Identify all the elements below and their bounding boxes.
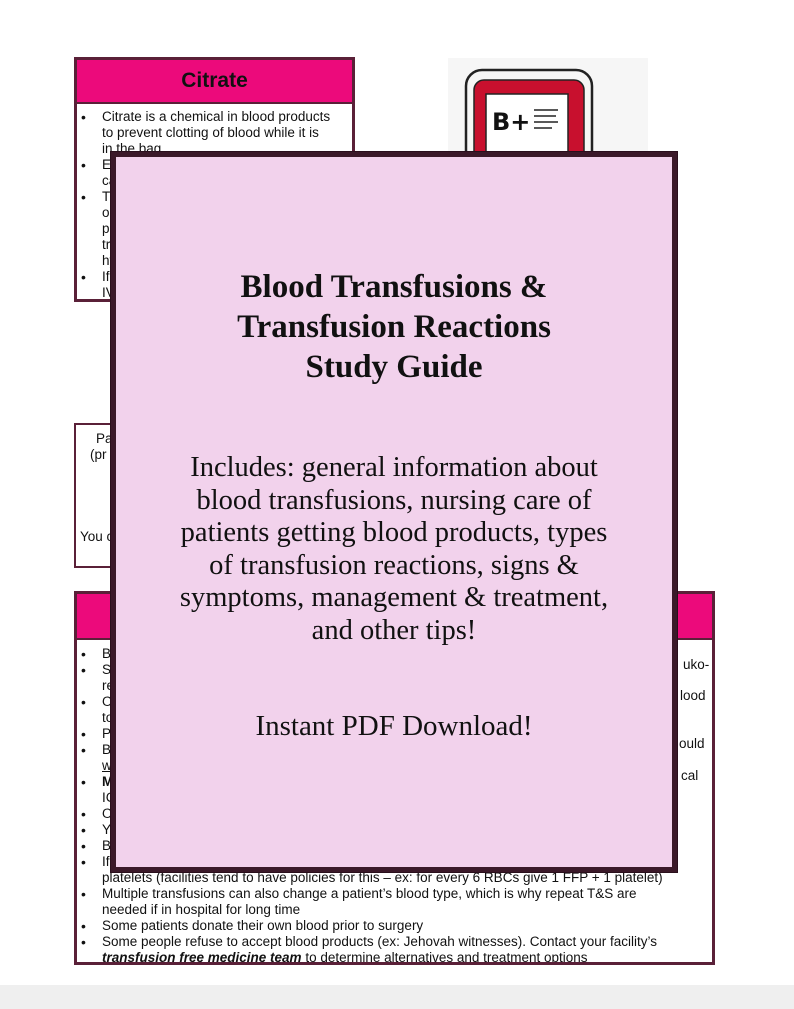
cover-description-line: symptoms, management & treatment, — [179, 582, 609, 613]
cover-description: Includes: general information about bloo… — [126, 452, 662, 647]
cover-description-line: Includes: general information about — [190, 452, 598, 483]
citrate-line: to prevent clotting of blood while it is — [102, 125, 319, 140]
bottom-line: If — [102, 854, 110, 869]
bottom-emphasis: transfusion free medicine team — [102, 950, 302, 965]
page-bottom-shade — [0, 985, 794, 1009]
bottom-line: needed if in hospital for long time — [102, 902, 301, 917]
citrate-line: Citrate is a chemical in blood products — [102, 109, 331, 124]
cover-title-line: Study Guide — [305, 349, 483, 385]
bottom-right-fragment: cal — [681, 768, 699, 783]
bottom-bullet: Some patients donate their own blood pri… — [81, 918, 712, 934]
cover-title: Blood Transfusions & Transfusion Reactio… — [136, 267, 652, 387]
bottom-line: O — [102, 806, 113, 821]
bottom-line: M — [102, 774, 114, 789]
bottom-bullet: Some people refuse to accept blood produ… — [81, 934, 712, 965]
bottom-line: to determine alternatives and treatment … — [305, 950, 588, 965]
middle-card-line: You c — [80, 529, 114, 544]
bottom-line: platelets (facilities tend to have polic… — [102, 870, 663, 885]
cover-title-line: Blood Transfusions & — [240, 269, 548, 305]
bottom-bullet-list: Bl Sore Oto Pa Blw MIC O Yo Bl Ifplatele… — [77, 640, 712, 965]
cover-description-line: blood transfusions, nursing care of — [196, 484, 592, 516]
middle-card-line: (pr — [90, 447, 107, 462]
bottom-bullet: Multiple transfusions can also change a … — [81, 886, 712, 918]
bottom-line: Some patients donate their own blood pri… — [102, 918, 424, 933]
bottom-line: to — [102, 710, 114, 725]
bottom-line: O — [102, 694, 113, 709]
bottom-bullet: Oto — [81, 694, 712, 726]
cover-description-line: patients getting blood products, types — [180, 517, 608, 548]
cover-description-line: of transfusion reactions, signs & — [209, 549, 579, 581]
citrate-bullet: Citrate is a chemical in blood products … — [81, 109, 352, 157]
middle-card-line: Pa — [96, 431, 113, 446]
bottom-bullet: O — [81, 806, 712, 822]
bottom-line: w — [102, 758, 112, 773]
cover-description-line: and other tips! — [311, 614, 477, 646]
citrate-line: If — [102, 269, 110, 284]
bottom-line: Some people refuse to accept blood produ… — [102, 934, 658, 949]
study-guide-cover: Blood Transfusions & Transfusion Reactio… — [111, 152, 677, 872]
citrate-card-header: Citrate — [77, 60, 352, 104]
bottom-right-fragment: lood — [680, 688, 706, 703]
bottom-line: Multiple transfusions can also change a … — [102, 886, 637, 901]
cover-title-line: Transfusion Reactions — [237, 309, 551, 345]
citrate-line: tr — [102, 237, 111, 252]
cover-download-note: Instant PDF Download! — [255, 710, 533, 742]
bottom-right-fragment: ould — [679, 736, 705, 751]
blood-type-label: B+ — [492, 108, 530, 136]
bottom-right-fragment: uko- — [683, 657, 710, 672]
